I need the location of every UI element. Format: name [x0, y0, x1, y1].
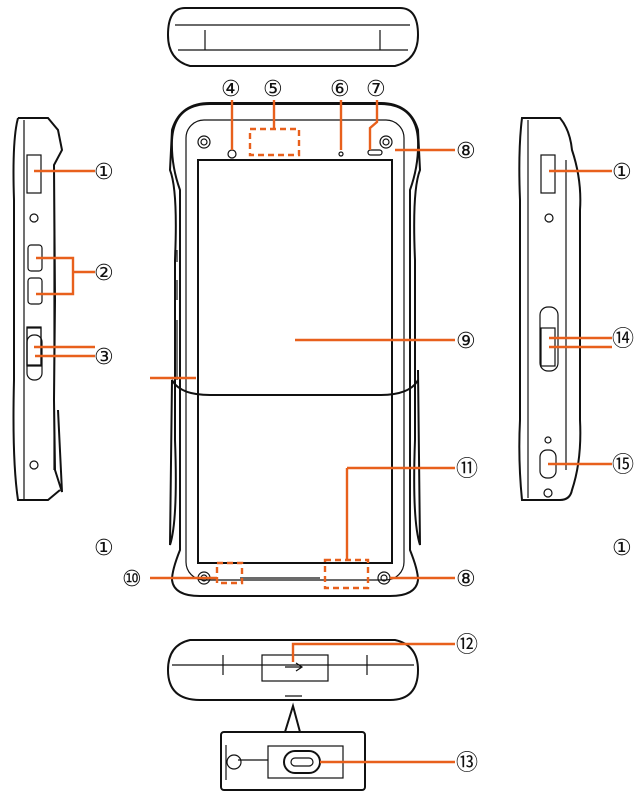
display-screen [197, 159, 393, 564]
callout-11: ⑪ [456, 457, 478, 482]
callout-8-bottom: ⑧ [456, 567, 476, 592]
callout-10: ⑩ [122, 567, 142, 592]
camera-icon [544, 436, 552, 444]
callout-7: ⑦ [366, 77, 386, 102]
callout-4: ④ [221, 77, 241, 102]
callout-13: ⑬ [456, 751, 478, 776]
top-view [166, 7, 420, 67]
bottom-view [166, 639, 420, 791]
usb-icon [285, 662, 304, 672]
screw-icon [379, 135, 393, 149]
right-side-view [518, 117, 582, 501]
sensor-icon [338, 151, 344, 157]
callout-14: ⑭ [612, 327, 634, 352]
callout-5: ⑤ [263, 77, 283, 102]
callout-lines [34, 100, 612, 764]
callout-1-bottom-left-label: ① [94, 536, 114, 561]
left-side-view [12, 117, 64, 501]
callout-8-top: ⑧ [456, 139, 476, 164]
front-view [168, 102, 422, 546]
usb-c-port [283, 750, 321, 774]
usb-port-cover [261, 654, 329, 682]
callout-6: ⑥ [330, 77, 350, 102]
screw-icon [197, 135, 211, 149]
front-camera-icon [227, 149, 237, 159]
callout-15: ⑮ [612, 453, 634, 478]
callout-1-top-right: ① [612, 160, 632, 185]
receiver-slot [367, 149, 383, 156]
callout-9: ⑨ [456, 329, 476, 354]
callout-2: ② [94, 261, 114, 286]
callout-1-bottom-right: ① [612, 536, 632, 561]
callout-3: ③ [94, 345, 114, 370]
device-front-body [170, 103, 420, 597]
callout-12: ⑫ [456, 633, 478, 658]
callout-1-top-left: ① [94, 160, 114, 185]
screw-icon [377, 571, 391, 585]
